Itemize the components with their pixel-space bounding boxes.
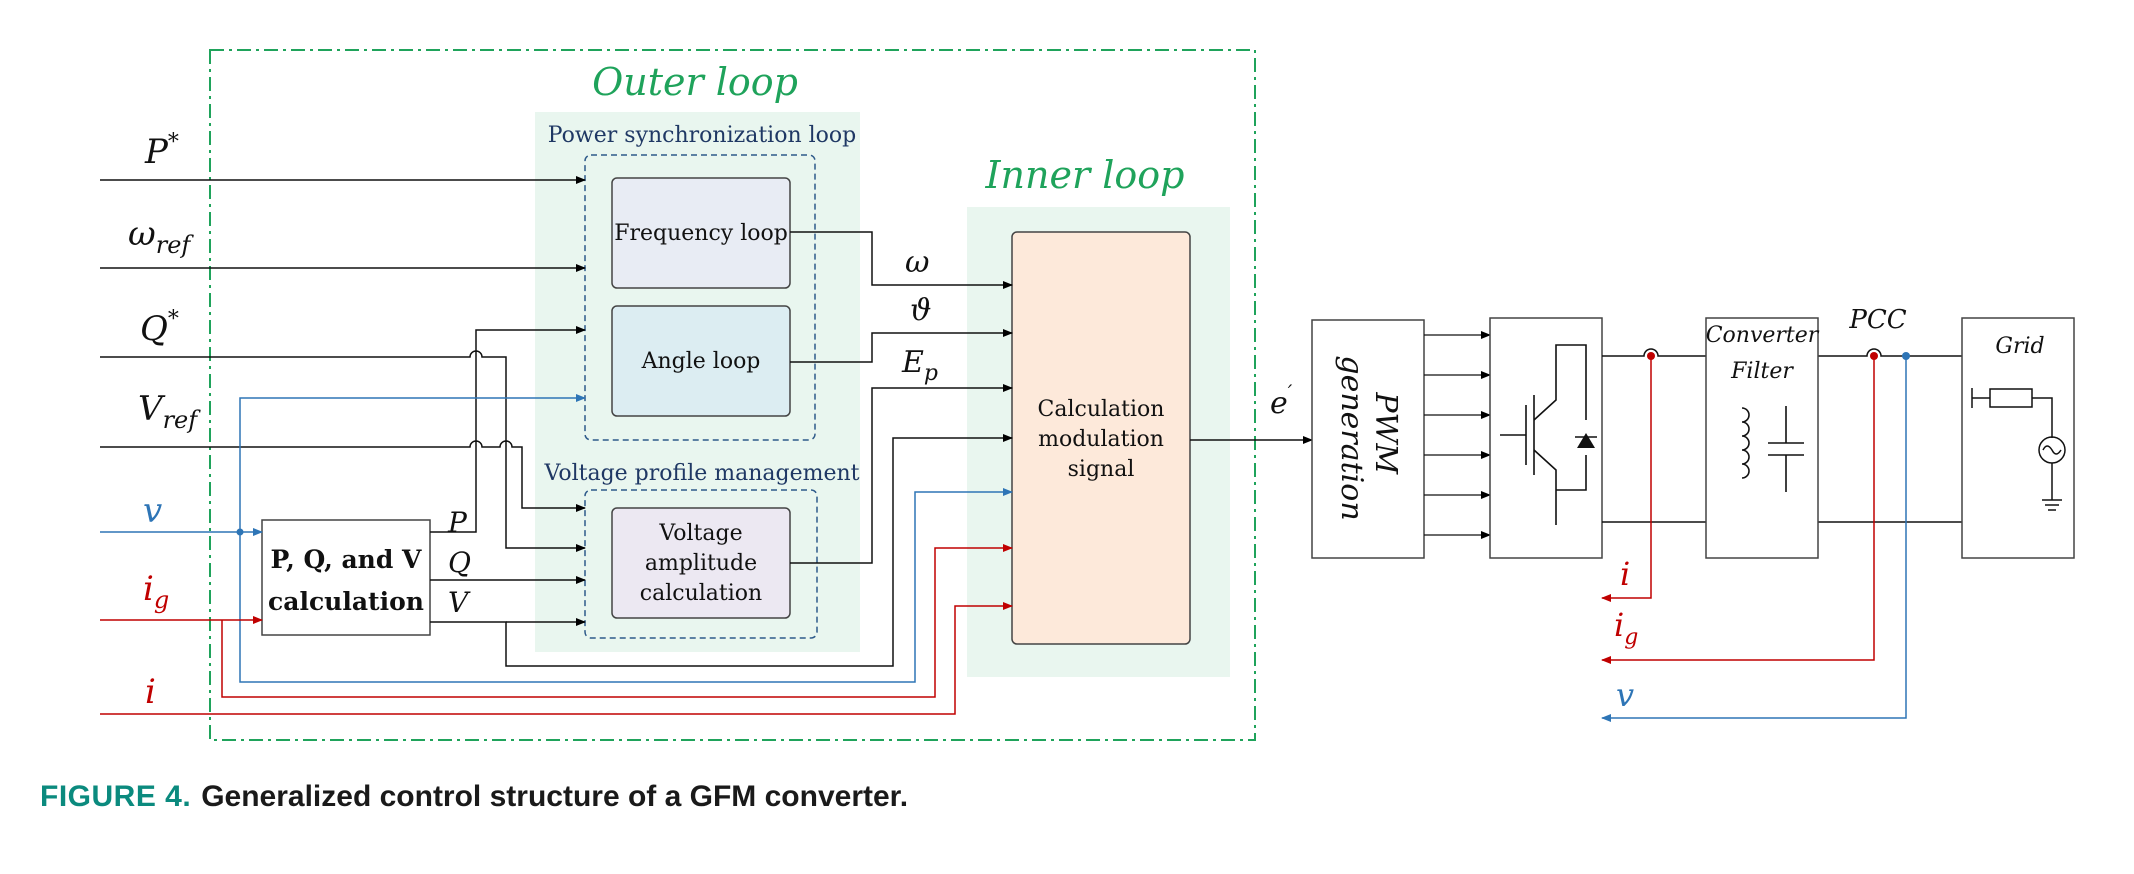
figure-caption: FIGURE 4. Generalized control structure o… xyxy=(40,780,908,814)
power-bus-lines xyxy=(1602,348,1962,523)
pcc-label: PCC xyxy=(1848,305,1906,335)
voltage-amplitude-label-3: calculation xyxy=(640,581,762,606)
current-measurement-lines xyxy=(100,544,1013,715)
feedback-ig-label: ig xyxy=(1614,606,1638,650)
psl-group xyxy=(584,154,816,441)
frequency-loop-label: Frequency loop xyxy=(614,221,788,246)
input-i: i xyxy=(145,672,156,712)
inductor-icon xyxy=(1741,407,1750,479)
diode-icon xyxy=(1577,433,1595,448)
calc-mod-label-2: modulation xyxy=(1038,427,1164,452)
igbt-icon xyxy=(1500,344,1597,525)
outer-to-inner-lines xyxy=(790,231,1313,564)
v-junction-dot xyxy=(236,528,244,536)
vpm-title: Voltage profile management xyxy=(543,461,859,486)
feedback-v-label: v xyxy=(1616,676,1634,714)
feedback-i-label: i xyxy=(1620,555,1630,593)
input-p-star: P* xyxy=(144,130,179,172)
filter-label-1: Converter xyxy=(1706,323,1820,348)
pqv-calculation-block xyxy=(261,519,431,636)
outer-loop-boundary xyxy=(209,49,1256,741)
angle-loop-label: Angle loop xyxy=(641,349,761,374)
figure-caption-text: Generalized control structure of a GFM c… xyxy=(201,780,909,813)
ac-source-icon xyxy=(2038,436,2066,511)
grid-label: Grid xyxy=(1995,334,2044,359)
inner-loop-title: Inner loop xyxy=(985,153,1185,197)
pqv-label-1: P, Q, and V xyxy=(271,545,422,574)
calc-mod-label-1: Calculation xyxy=(1038,397,1165,422)
converter-filter-block xyxy=(1705,317,1819,559)
pwm-generation-block xyxy=(1311,319,1425,559)
signal-ep: Ep xyxy=(901,345,938,386)
capacitor-icon xyxy=(1768,406,1804,492)
vpm-group xyxy=(584,489,818,639)
pqv-label-2: calculation xyxy=(268,587,424,616)
reference-input-lines xyxy=(100,176,1013,667)
voltage-amplitude-label-1: Voltage xyxy=(658,521,742,546)
signal-theta: ϑ xyxy=(910,293,931,328)
psl-title: Power synchronization loop xyxy=(548,123,856,148)
angle-loop-block xyxy=(611,305,791,417)
input-v: v xyxy=(143,491,162,531)
grid-impedance-icon xyxy=(1971,388,2053,438)
calc-mod-label-3: signal xyxy=(1068,457,1135,482)
frequency-loop-block xyxy=(611,177,791,289)
voltage-amplitude-label-2: amplitude xyxy=(645,551,757,576)
outer-loop-title: Outer loop xyxy=(592,60,798,104)
pwm-gate-signals xyxy=(1424,331,1491,539)
signal-e-prime: e′ xyxy=(1270,380,1293,421)
control-structure-diagram: Outer loop Power synchronization loop Vo… xyxy=(100,49,2075,741)
pqv-output-v: V xyxy=(448,586,471,619)
filter-label-2: Filter xyxy=(1730,359,1794,384)
input-q-star: Q* xyxy=(140,307,179,349)
pqv-output-q: Q xyxy=(448,546,471,579)
input-omega-ref: ωref xyxy=(128,214,194,259)
i-feedback-line xyxy=(1601,356,1652,602)
voltage-measurement-lines xyxy=(100,394,1013,683)
figure-label: FIGURE 4. xyxy=(40,780,192,813)
ig-feedback-line xyxy=(1601,356,1875,664)
input-v-ref: Vref xyxy=(138,389,201,434)
signal-omega: ω xyxy=(905,245,929,280)
pwm-label: PWM generation xyxy=(1334,355,1403,520)
pqv-output-p: P xyxy=(447,506,468,539)
input-ig: ig xyxy=(143,569,169,614)
v-feedback-line xyxy=(1601,356,1907,722)
